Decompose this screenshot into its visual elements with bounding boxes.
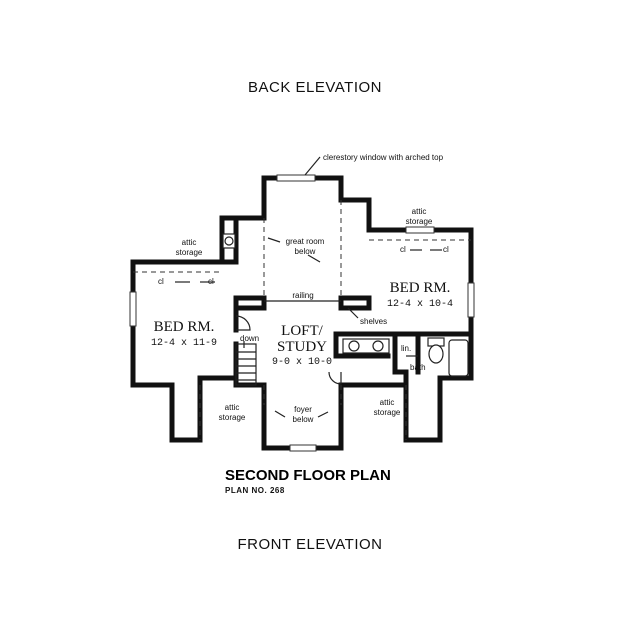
shelves-note: shelves (360, 317, 387, 326)
bedroom-left-dimensions: 12-4 x 11-9 (151, 338, 217, 349)
attic-note-left-line1: attic (182, 238, 197, 247)
closet-label-2: cl (208, 277, 214, 286)
attic-hatch (222, 233, 236, 249)
loft-dimensions: 9-0 x 10-0 (272, 357, 332, 368)
back-elevation-label: BACK ELEVATION (248, 79, 382, 96)
closet-label-4: cl (443, 245, 449, 254)
attic-note-right-line1: attic (412, 207, 427, 216)
bedroom-right-dimensions: 12-4 x 10-4 (387, 299, 453, 310)
stair-down-note: down (240, 334, 259, 343)
window-left-bedroom (129, 291, 137, 327)
bath-fixtures (342, 337, 469, 377)
window-foyer (289, 444, 317, 452)
loft-name-line2: STUDY (277, 339, 327, 355)
great-room-note-line2: below (295, 247, 316, 256)
clerestory-window (276, 174, 316, 182)
stair (235, 343, 257, 386)
loft-name-line1: LOFT/ (281, 323, 324, 339)
interior-walls (233, 295, 474, 388)
linen-note: lin. (401, 344, 411, 353)
railing-note: railing (292, 291, 313, 300)
clerestory-note: clerestory window with arched top (323, 153, 444, 162)
closet-rods (175, 249, 442, 283)
attic-note-bottom-right-line2: storage (374, 408, 401, 417)
plan-title: SECOND FLOOR PLAN (225, 467, 391, 484)
leader-lines (243, 156, 359, 418)
attic-note-left-line2: storage (176, 248, 203, 257)
attic-note-bottom-left-line1: attic (225, 403, 240, 412)
toilet-bowl (428, 344, 444, 364)
plan-number: PLAN NO. 268 (225, 486, 285, 495)
front-elevation-label: FRONT ELEVATION (237, 536, 382, 553)
bedroom-right-name: BED RM. (390, 280, 451, 296)
great-room-note-line1: great room (286, 237, 325, 246)
bedroom-left-name: BED RM. (154, 319, 215, 335)
windows (129, 174, 475, 452)
attic-note-bottom-right-line1: attic (380, 398, 395, 407)
door-swings (235, 315, 418, 385)
sink-left (348, 340, 360, 352)
closet-label-3: cl (400, 245, 406, 254)
dashed-lines (133, 200, 471, 440)
attic-note-bottom-left-line2: storage (219, 413, 246, 422)
foyer-note-line2: below (293, 415, 314, 424)
attic-note-right-line2: storage (406, 217, 433, 226)
window-right-top (405, 226, 435, 234)
window-right-bedroom (467, 282, 475, 318)
closet-label-1: cl (158, 277, 164, 286)
sink-right (372, 340, 384, 352)
bathtub (448, 339, 469, 377)
bath-note: bath (410, 363, 426, 372)
foyer-note-line1: foyer (294, 405, 312, 414)
